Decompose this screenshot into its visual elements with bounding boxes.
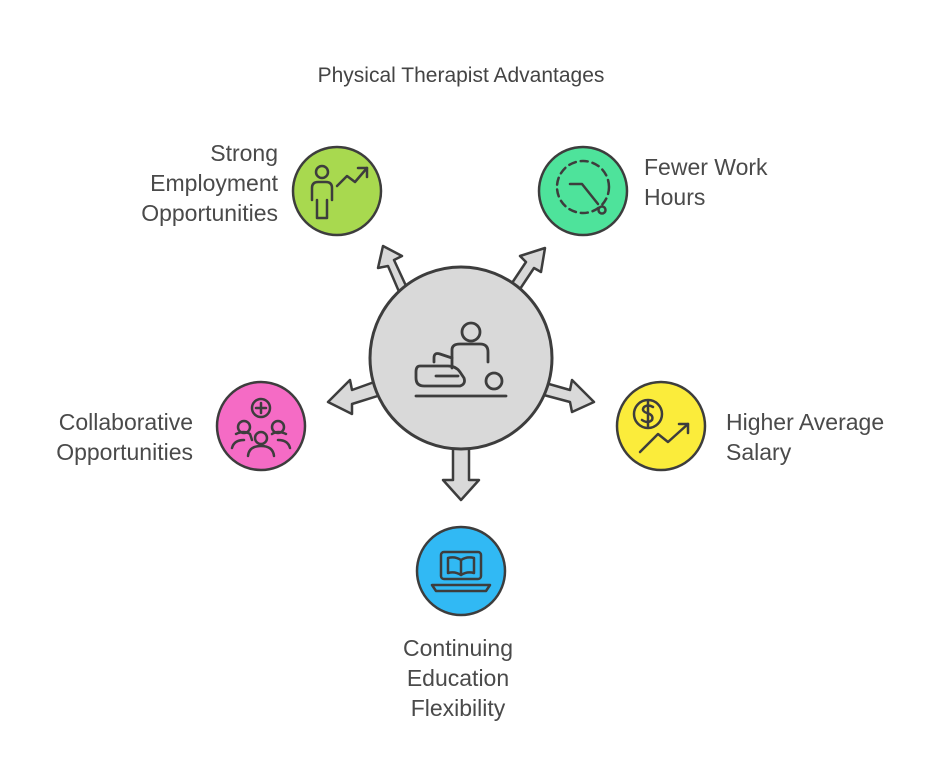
career-growth-icon [310,164,369,220]
arrow-to-strong-employment [376,244,409,296]
arrow-to-continuing-education [441,440,481,502]
center-hub [368,265,554,451]
team-collaboration-icon [230,397,292,458]
label-fewer-work-hours: Fewer Work Hours [644,154,768,210]
physical-therapy-icon [414,321,508,398]
diagram-title: Physical Therapist Advantages [317,64,605,87]
label-strong-employment: Strong Employment Opportunities [141,140,278,226]
online-learning-icon [430,550,492,593]
node-fewer-work-hours [537,145,629,237]
node-higher-average-salary [615,380,707,472]
clock-reduction-icon [555,159,611,215]
salary-growth-icon [632,398,690,454]
node-continuing-education [415,525,507,617]
label-continuing-education: Continuing Education Flexibility [403,635,513,721]
node-strong-employment [291,145,383,237]
label-collaborative: Collaborative Opportunities [56,409,193,465]
label-higher-average-salary: Higher Average Salary [726,409,885,465]
node-collaborative [215,380,307,472]
